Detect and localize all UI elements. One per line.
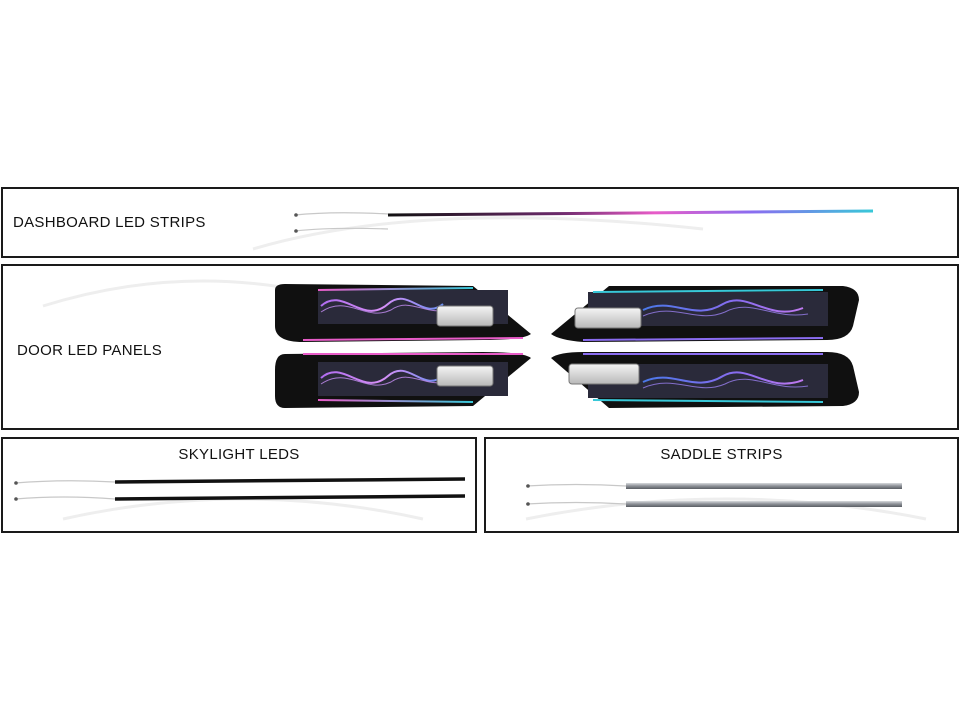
door-led-section: DOOR LED PANELS (1, 264, 959, 430)
saddle-strips-illustration (525, 483, 927, 521)
strip-wire (294, 227, 389, 232)
car-watermark-icon (62, 497, 424, 521)
dashboard-led-section: DASHBOARD LED STRIPS (1, 187, 959, 258)
door-panel-right-top (551, 286, 859, 342)
door-panels-illustration (42, 279, 859, 408)
saddle-strips-label: SADDLE STRIPS (660, 446, 783, 463)
dashboard-led-label: DASHBOARD LED STRIPS (13, 214, 206, 231)
led-lens-icon (436, 305, 494, 327)
car-watermark-icon (252, 216, 704, 251)
strip-wire (14, 480, 116, 484)
strip-wire (14, 496, 116, 500)
door-panel-left-top (275, 284, 531, 342)
saddle-strips-section: SADDLE STRIPS (484, 437, 959, 533)
door-panel-right-bottom (551, 352, 859, 408)
car-watermark-icon (525, 497, 927, 521)
saddle-strip-2 (626, 501, 902, 507)
dashboard-long-strip (387, 209, 874, 217)
strip-wire (525, 483, 627, 487)
door-panel-left-bottom (275, 352, 531, 408)
skylight-leds-label: SKYLIGHT LEDS (178, 446, 300, 463)
led-lens-icon (568, 363, 640, 385)
strip-wire (525, 501, 627, 505)
skylight-strip-2 (114, 494, 466, 501)
saddle-strip-1 (626, 483, 902, 489)
skylight-strip-1 (114, 477, 466, 484)
dashboard-strips-illustration (252, 209, 874, 251)
led-lens-icon (574, 307, 642, 329)
door-led-label: DOOR LED PANELS (17, 342, 163, 359)
led-lens-icon (436, 365, 494, 387)
strip-wire (294, 212, 389, 216)
skylight-strips-illustration (14, 477, 466, 521)
skylight-leds-section: SKYLIGHT LEDS (1, 437, 477, 533)
